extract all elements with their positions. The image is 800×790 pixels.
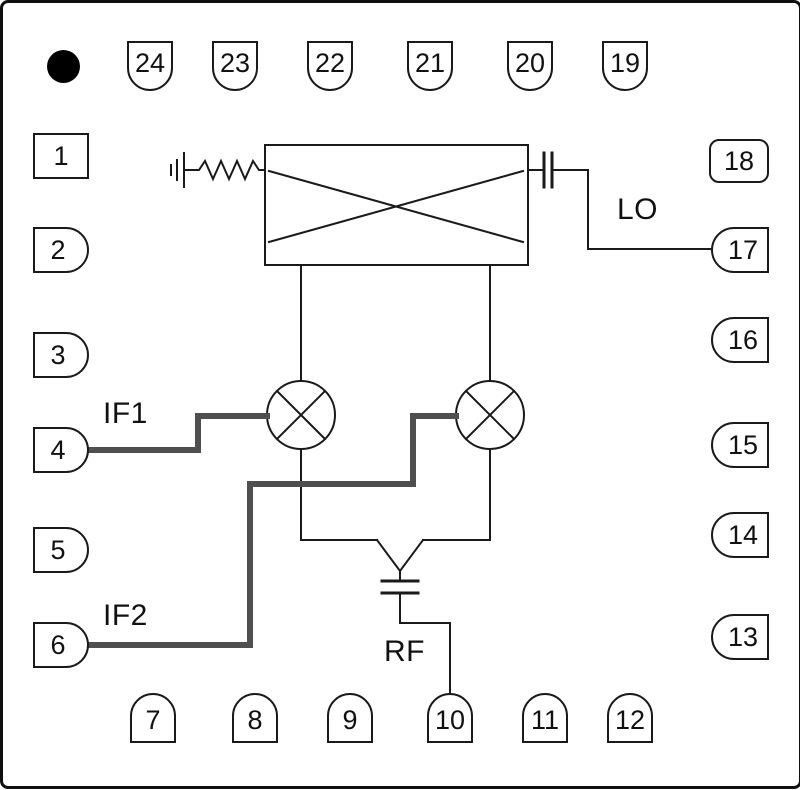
hybrid-coupler xyxy=(264,144,529,266)
pin-5: 5 xyxy=(33,527,89,573)
pin-4: 4 xyxy=(33,427,89,473)
pin-2: 2 xyxy=(33,227,89,273)
pin-18: 18 xyxy=(709,139,769,183)
mixer1-icon xyxy=(266,380,336,450)
pin-21: 21 xyxy=(407,41,453,91)
pin-11: 11 xyxy=(522,693,568,743)
lo-capacitor-icon xyxy=(542,151,554,189)
thin-lines-group xyxy=(170,144,712,694)
pin-9: 9 xyxy=(327,693,373,743)
pin-12: 12 xyxy=(607,693,653,743)
pin-13: 13 xyxy=(711,614,769,660)
if2-label: IF2 xyxy=(103,599,148,632)
pin-15: 15 xyxy=(711,422,769,468)
pin-7: 7 xyxy=(130,693,176,743)
pin-19: 19 xyxy=(602,41,648,91)
if1-label: IF1 xyxy=(103,397,148,430)
pin-16: 16 xyxy=(711,317,769,363)
pin-10: 10 xyxy=(427,693,473,743)
pin-1: 1 xyxy=(33,133,89,179)
lo-label: LO xyxy=(617,193,659,226)
combiner-wires xyxy=(300,448,491,541)
pin1-indicator-dot xyxy=(47,50,80,83)
pin-22: 22 xyxy=(307,41,353,91)
ground-icon xyxy=(170,152,185,188)
pin-23: 23 xyxy=(212,41,258,91)
combiner-triangle xyxy=(375,538,425,573)
pin-14: 14 xyxy=(711,512,769,558)
pin-6: 6 xyxy=(33,622,89,668)
pin-8: 8 xyxy=(232,693,278,743)
pin-20: 20 xyxy=(507,41,553,91)
rf-label: RF xyxy=(384,635,425,668)
pin-17: 17 xyxy=(711,227,769,273)
mixer2-icon xyxy=(455,380,525,450)
resistor-icon xyxy=(183,158,266,182)
pin-24: 24 xyxy=(127,41,173,91)
pin-3: 3 xyxy=(33,332,89,378)
rf-capacitor-icon xyxy=(380,579,420,595)
